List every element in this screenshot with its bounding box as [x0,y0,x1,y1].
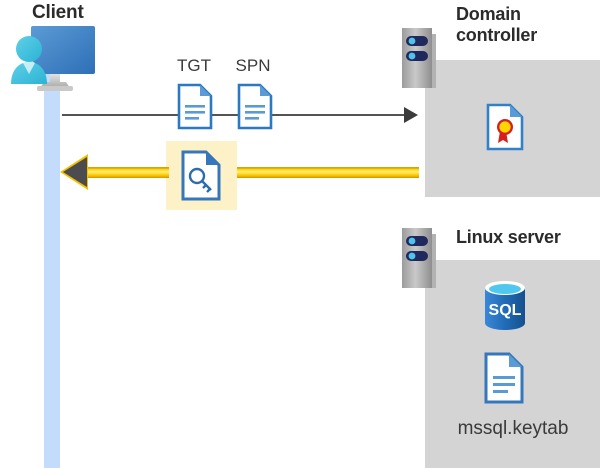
tgt-label: TGT [177,56,211,75]
spn-label: SPN [235,56,271,75]
domain-controller-title-line2: controller [456,24,538,45]
domain-controller-title-line1: Domain [456,4,521,24]
response-arrow-line-left [83,167,169,178]
response-arrow-line-right [233,167,419,178]
document-icon [484,352,524,404]
server-rack-icon [402,228,436,288]
user-workstation-icon [6,22,98,98]
sql-icon-text: SQL [489,302,522,319]
certificate-document-icon [486,103,524,151]
request-arrow-head [404,107,418,123]
domain-controller-title: Domain controller [456,4,596,45]
client-lifeline [44,62,60,468]
response-arrow-head [63,157,87,187]
server-rack-icon [402,28,436,88]
linux-server-title: Linux server [456,227,561,247]
key-document-icon [181,150,221,201]
keytab-file-label: mssql.keytab [457,418,569,439]
document-icon [237,83,273,130]
document-icon [177,83,213,130]
sql-database-icon: SQL [482,279,528,332]
client-title: Client [32,2,84,23]
